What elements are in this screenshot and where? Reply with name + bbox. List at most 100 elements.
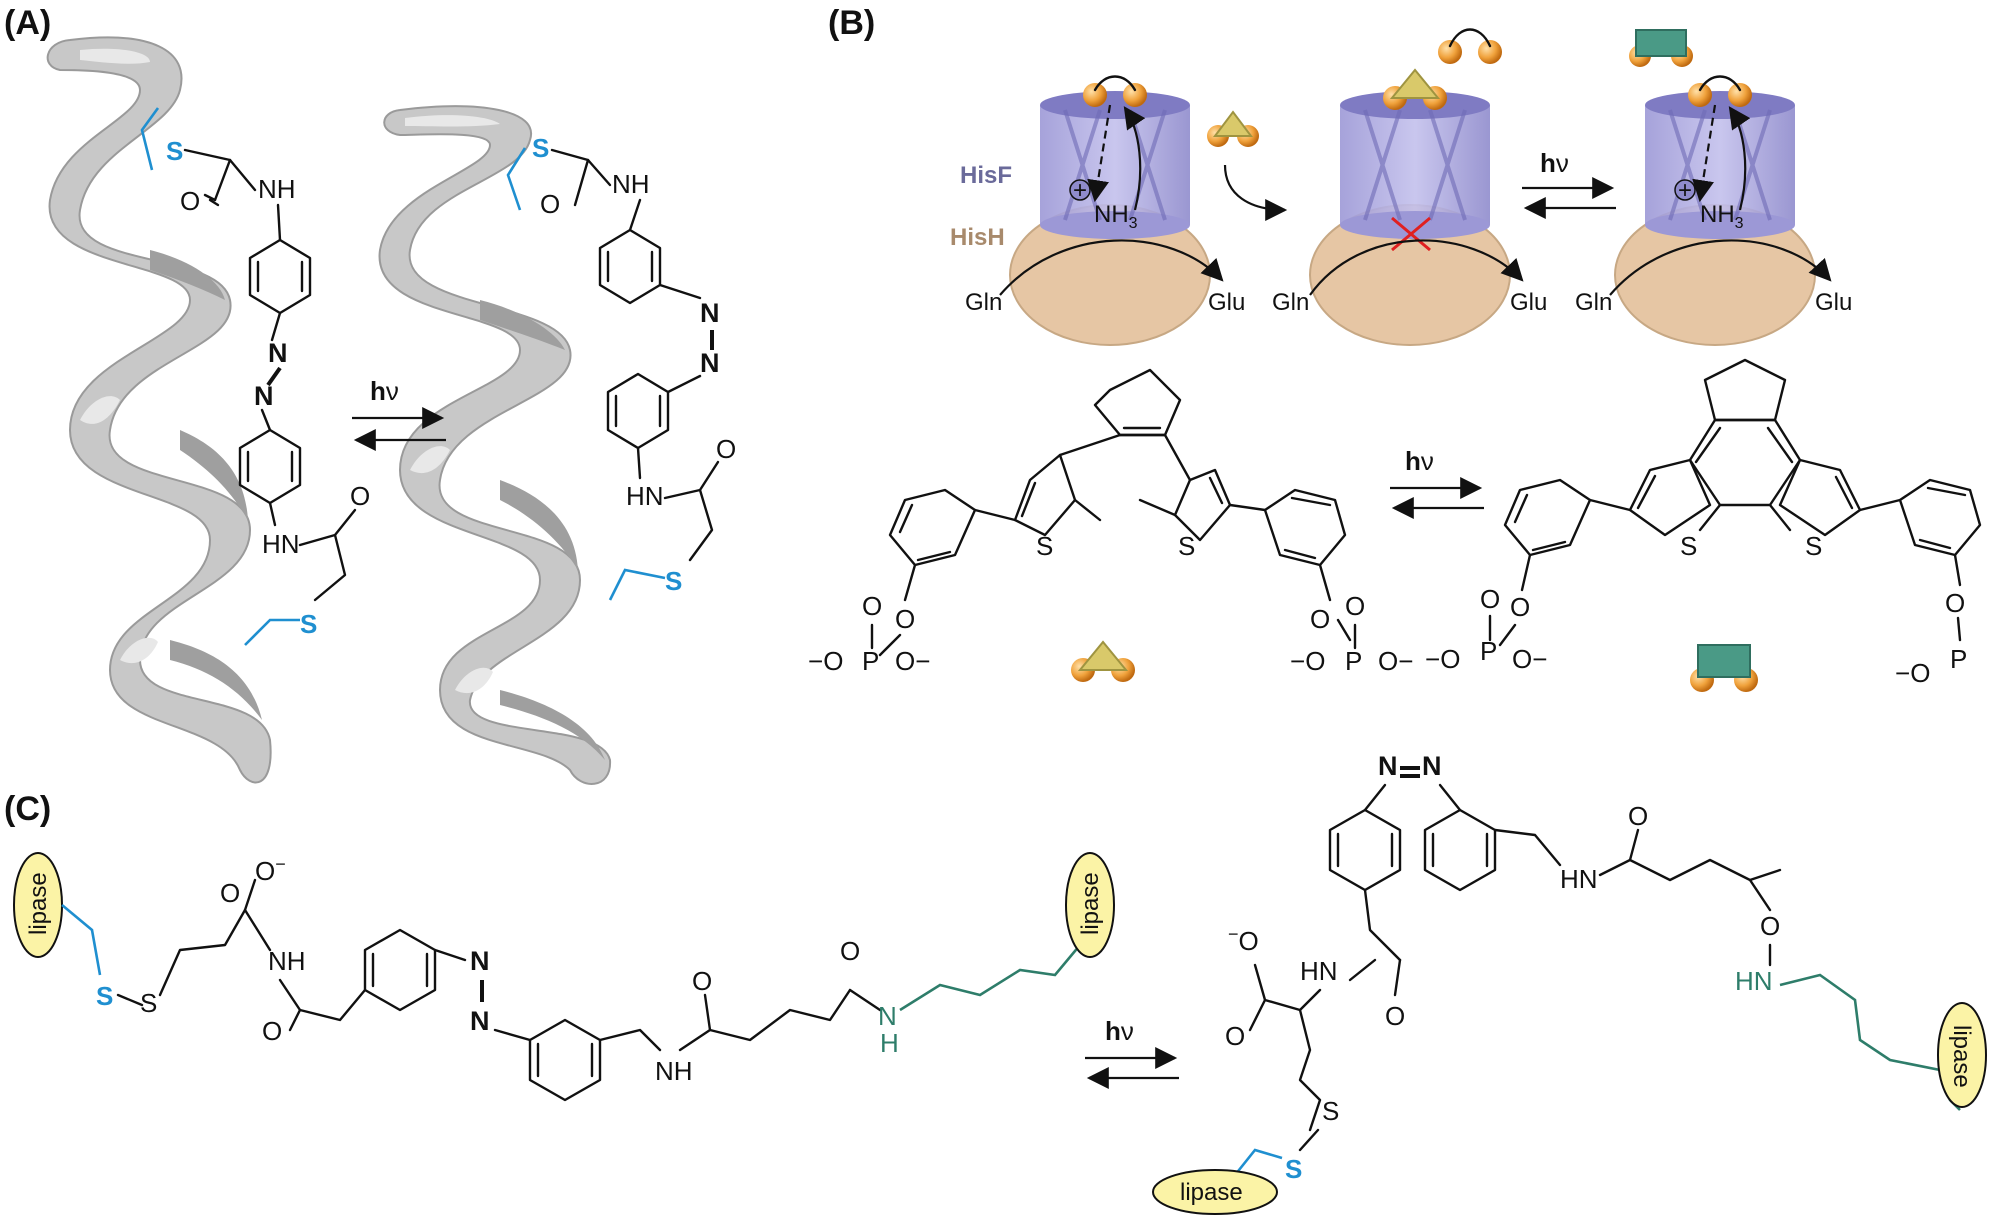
- atom-o: O: [1480, 584, 1500, 614]
- atom-o: O: [1510, 592, 1530, 622]
- atom-o-minus: −O: [808, 646, 843, 676]
- lipase-left: lipase: [13, 852, 63, 958]
- gln-label: Gln: [1272, 289, 1309, 316]
- atom-n: N: [1422, 751, 1442, 781]
- crosslinker-right: S O NH N N HN O S: [506, 133, 736, 601]
- atom-hn: HN: [1560, 864, 1598, 894]
- helix-right: [378, 105, 612, 785]
- atom-s: S: [1805, 531, 1822, 561]
- atom-s: S: [166, 136, 183, 166]
- enzyme-complex-active-2: + NH3 Gln Glu: [1575, 75, 1852, 346]
- atom-n-green: N: [878, 1001, 897, 1031]
- gln-label: Gln: [1575, 289, 1612, 316]
- atom-s: S: [96, 981, 113, 1011]
- atom-s: S: [1322, 1096, 1339, 1126]
- lipase-label: lipase: [1077, 872, 1104, 935]
- atom-o-minus: −O: [1895, 658, 1930, 688]
- hisF-label: HisF: [960, 162, 1012, 189]
- atom-o-minus: −O: [1290, 646, 1325, 676]
- plus-sign: +: [1073, 177, 1087, 204]
- panel-label-b: (B): [828, 4, 875, 42]
- atom-s: S: [1178, 531, 1195, 561]
- hv-label: hν: [370, 376, 399, 406]
- atom-p: P: [1345, 646, 1362, 676]
- atom-o: O: [220, 878, 240, 908]
- enzyme-complex-active-1: + NH3 Gln Glu: [965, 75, 1245, 346]
- hv-label: hν: [1105, 1016, 1134, 1046]
- dte-closed-form: S O P O −O O− S O P −O: [1425, 358, 1982, 692]
- panel-label-a: (A): [4, 4, 51, 42]
- equilibrium-arrows-c: hν: [1085, 1016, 1179, 1089]
- atom-nh: NH: [268, 946, 306, 976]
- atom-o: O: [895, 604, 915, 634]
- atom-o-minus: O−: [895, 646, 930, 676]
- atom-o-minus: −O: [1425, 644, 1460, 674]
- panel-label-c: (C): [4, 790, 51, 828]
- plus-sign: +: [1678, 177, 1692, 204]
- atom-nh: NH: [655, 1056, 693, 1086]
- hv-label: hν: [1405, 446, 1434, 476]
- atom-n: N: [470, 946, 490, 976]
- atom-nh: NH: [258, 174, 296, 204]
- lipase-right: lipase: [1937, 1002, 1987, 1108]
- atom-h-green: H: [880, 1028, 899, 1058]
- hv-label: hν: [1540, 148, 1569, 178]
- atom-nh: NH: [612, 169, 650, 199]
- gln-label: Gln: [965, 289, 1002, 316]
- atom-s: S: [1036, 531, 1053, 561]
- glu-label: Glu: [1208, 289, 1245, 316]
- panel-c: lipase S S O O− NH O N N NH O O N H: [13, 751, 1987, 1215]
- atom-o-minus: O−: [1512, 644, 1547, 674]
- atom-s: S: [665, 566, 682, 596]
- atom-o: O: [350, 481, 370, 511]
- atom-p: P: [1950, 644, 1967, 674]
- panel-a: S O NH N N HN O S S: [46, 36, 736, 785]
- equilibrium-arrows-a: hν: [352, 376, 446, 451]
- atom-n: N: [470, 1006, 490, 1036]
- atom-hn: HN: [262, 529, 300, 559]
- atom-s: S: [1680, 531, 1697, 561]
- atom-hn-green: HN: [1735, 966, 1773, 996]
- atom-o-minus: −O: [1228, 924, 1259, 956]
- dte-open-form: S O P O −O O− S O P O: [808, 368, 1413, 682]
- lipase-bottom: lipase: [1152, 1169, 1278, 1215]
- nh3-label: NH3: [1700, 201, 1744, 232]
- atom-o: O: [1945, 588, 1965, 618]
- atom-o: O: [840, 936, 860, 966]
- atom-o: O: [1760, 911, 1780, 941]
- atom-o: O: [1310, 604, 1330, 634]
- lipase-middle: lipase: [1065, 852, 1115, 958]
- atom-p: P: [862, 646, 879, 676]
- equilibrium-arrows-b-top: hν: [1522, 148, 1616, 219]
- atom-n: N: [1378, 751, 1398, 781]
- atom-o: O: [692, 966, 712, 996]
- atom-o: O: [716, 434, 736, 464]
- atom-o-minus: O−: [255, 854, 286, 886]
- atom-p: P: [1480, 636, 1497, 666]
- atom-n: N: [700, 298, 720, 328]
- panel-b: + NH3 Gln Glu HisF HisH Gln: [808, 28, 1982, 692]
- atom-o: O: [1345, 591, 1365, 621]
- atom-o: O: [862, 591, 882, 621]
- atom-o: O: [540, 189, 560, 219]
- lipase-label: lipase: [1180, 1179, 1243, 1206]
- ligand-rectangle-free: [1629, 29, 1693, 67]
- glu-label: Glu: [1815, 289, 1852, 316]
- ligand-triangle-free: [1207, 110, 1288, 221]
- helix-left: [46, 36, 272, 784]
- atom-hn: HN: [626, 481, 664, 511]
- ligand-open-free: [1438, 28, 1502, 64]
- atom-n: N: [254, 381, 274, 411]
- enzyme-complex-inhibited: Gln Glu: [1272, 68, 1547, 346]
- equilibrium-arrows-b-bottom: hν: [1390, 446, 1484, 519]
- atom-o: O: [1628, 801, 1648, 831]
- atom-s: S: [532, 133, 549, 163]
- lipase-label: lipase: [25, 872, 52, 935]
- atom-o: O: [262, 1016, 282, 1046]
- hisH-label: HisH: [950, 224, 1005, 251]
- lipase-label: lipase: [1948, 1025, 1975, 1088]
- atom-hn: HN: [1300, 956, 1338, 986]
- nh3-label: NH3: [1094, 201, 1138, 232]
- atom-o: O: [180, 186, 200, 216]
